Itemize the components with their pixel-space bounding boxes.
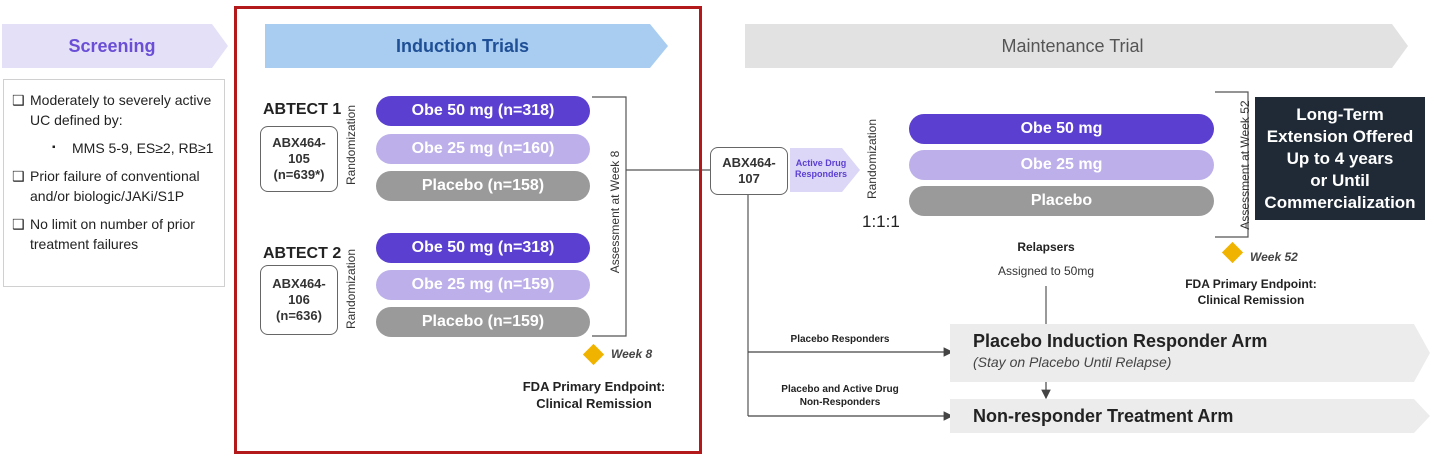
assessment-bracket-induction [592,96,627,337]
nonresponder-arm-chevron [950,399,1430,433]
trial-name-abtect-1: ABTECT 1 [263,101,342,118]
maint-arm-obe50: Obe 50 mg [909,114,1214,144]
week52-label: Week 52 [1250,250,1298,264]
checkbox-icon: ❑ [12,216,25,232]
non-responders-label: Placebo and Active Drug Non-Responders [781,384,899,408]
criteria-item-3: ❑ No limit on number of prior treatment … [12,216,195,252]
nonresponder-arm-title: Non-responder Treatment Arm [973,406,1234,426]
bullet-icon: ▪ [52,142,56,153]
randomization-label-1: Randomization [344,104,358,186]
study-box-abx464-106: ABX464- 106 (n=636) [260,265,338,335]
arm-obe50-abtect1: Obe 50 mg (n=318) [376,96,590,126]
criteria-subitem-1: ▪ MMS 5-9, ES≥2, RB≥1 [52,140,214,156]
checkbox-icon: ❑ [12,168,25,184]
assigned-50mg-label: Assigned to 50mg [997,264,1095,278]
arm-placebo-abtect2: Placebo (n=159) [376,307,590,337]
induction-highlight-frame [234,6,702,454]
arm-obe50-abtect2: Obe 50 mg (n=318) [376,233,590,263]
maint-arm-obe25: Obe 25 mg [909,150,1214,180]
randomization-label-2: Randomization [344,248,358,330]
maintenance-endpoint: FDA Primary Endpoint: Clinical Remission [1185,277,1317,307]
relapsers-label: Relapsers [1017,240,1075,254]
placebo-arm-chevron [950,324,1430,382]
maintenance-chevron [745,24,1408,68]
screening-criteria-box: ❑ Moderately to severely active UC defin… [3,79,225,287]
randomization-ratio: 1:1:1 [862,212,900,231]
assessment-bracket-maintenance [1215,91,1249,238]
placebo-responders-label: Placebo Responders [790,334,890,345]
induction-chevron [265,24,668,68]
arm-placebo-abtect1: Placebo (n=158) [376,171,590,201]
trial-name-abtect-2: ABTECT 2 [263,245,342,262]
induction-endpoint: FDA Primary Endpoint: Clinical Remission [522,379,666,411]
maint-arm-placebo: Placebo [909,186,1214,216]
active-drug-responders-label: Active Drug Responders [794,158,847,179]
screening-chevron [2,24,228,68]
induction-phase-label: Induction Trials [395,35,529,56]
assessment-week8-label: Assessment at Week 8 [608,150,622,274]
screening-phase-label: Screening [68,35,156,56]
criteria-item-1: ❑ Moderately to severely active UC defin… [12,92,212,128]
maintenance-phase-label: Maintenance Trial [1001,35,1144,56]
checkbox-icon: ❑ [12,92,25,108]
arm-obe25-abtect1: Obe 25 mg (n=160) [376,134,590,164]
week8-label: Week 8 [611,347,653,361]
arm-obe25-abtect2: Obe 25 mg (n=159) [376,270,590,300]
criteria-item-2: ❑ Prior failure of conventional and/or b… [12,168,200,204]
randomization-label-maintenance: Randomization [865,118,879,200]
active-drug-responders-arrow [790,148,860,192]
study-box-abx464-107: ABX464- 107 [710,147,788,195]
assessment-week52-label: Assessment at Week 52 [1238,100,1252,230]
placebo-arm-subtitle: (Stay on Placebo Until Relapse) [973,354,1172,370]
study-box-abx464-105: ABX464- 105 (n=639*) [260,126,338,192]
placebo-arm-title: Placebo Induction Responder Arm [973,331,1268,351]
long-term-extension-box: Long-Term Extension Offered Up to 4 year… [1255,97,1425,220]
